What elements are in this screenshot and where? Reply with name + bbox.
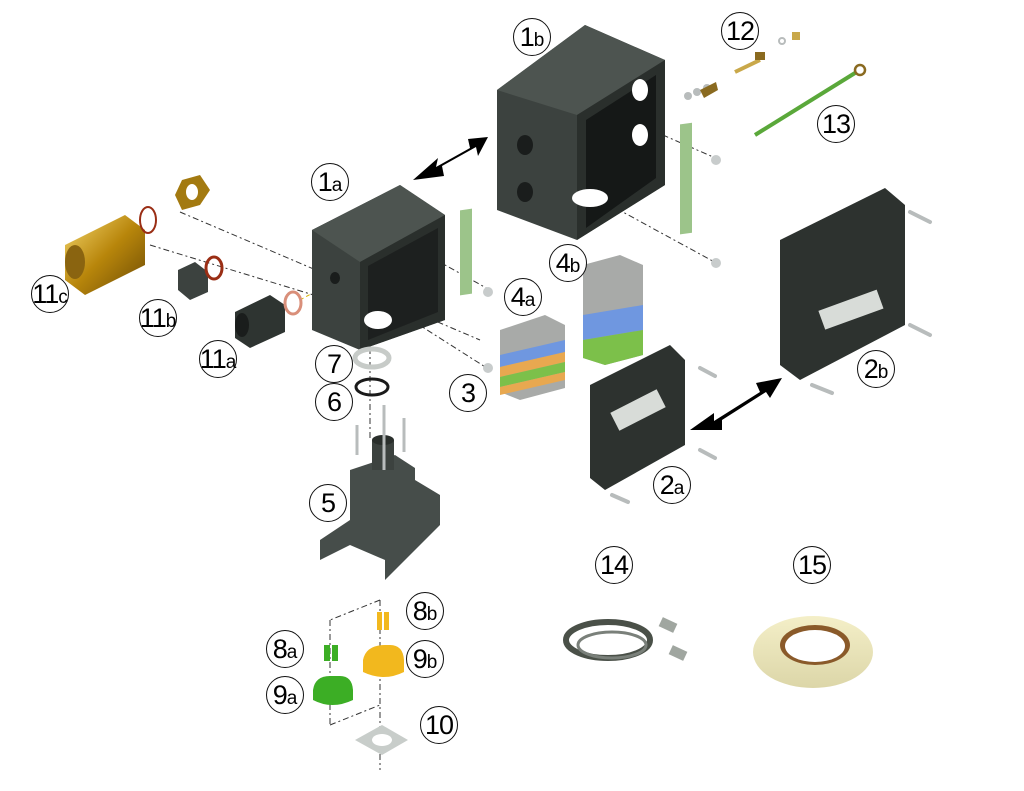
enclosure-small — [312, 185, 445, 350]
callout-12: 12 — [721, 12, 759, 50]
earth-cable — [753, 63, 867, 137]
lock-nut — [352, 346, 392, 370]
blanking-plug — [178, 255, 224, 300]
double-arrow-lids — [690, 378, 782, 430]
callout-15: 15 — [793, 546, 831, 584]
lid-large — [780, 188, 905, 380]
o-ring-gasket — [354, 377, 390, 397]
callout-14: 14 — [595, 546, 633, 584]
lid-screws — [610, 210, 932, 504]
adhesive-tape — [753, 616, 873, 688]
cable-gland-plastic — [235, 290, 303, 348]
double-arrow-enclosures — [413, 137, 488, 180]
callout-10: 10 — [420, 706, 458, 744]
callout-6: 6 — [315, 383, 353, 421]
enclosure-large — [497, 25, 665, 240]
seal-insert-green — [313, 676, 353, 705]
din-rail-large — [680, 122, 721, 268]
cable-gland-brass — [65, 175, 210, 295]
clamp-insert-green — [324, 645, 338, 661]
din-rail-small — [460, 208, 493, 373]
seal-insert-yellow — [363, 645, 404, 677]
bracket-screws — [355, 405, 406, 470]
lid-small — [590, 345, 685, 490]
callout-13: 13 — [817, 105, 855, 143]
hose-clamp-band — [563, 617, 688, 661]
callout-3: 3 — [449, 374, 487, 412]
terminal-block-small — [500, 315, 565, 400]
callout-7: 7 — [315, 345, 353, 383]
flange-plate — [355, 725, 408, 755]
callout-5: 5 — [309, 484, 347, 522]
earth-stud-kit — [684, 32, 800, 100]
clamp-insert-yellow — [377, 612, 389, 630]
terminal-block-large — [583, 255, 643, 365]
